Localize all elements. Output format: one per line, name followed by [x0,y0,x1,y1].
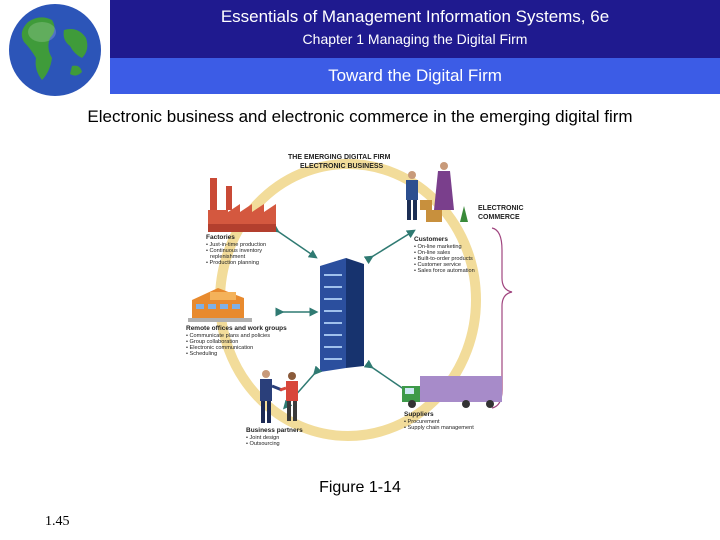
customers-item: • Customer service [414,262,461,268]
supplier-truck-icon [402,376,502,408]
factories-heading: Factories [206,234,235,241]
partners-item: • Joint design [246,435,279,441]
ecommerce-label-line2: COMMERCE [478,214,520,221]
factories-item: • Continuous inventory [206,248,262,254]
slide-subtitle: Electronic business and electronic comme… [87,107,633,126]
suppliers-item: • Procurement [404,419,440,425]
customers-icon [406,162,468,222]
header-chapter: Chapter 1 Managing the Digital Firm [302,31,528,47]
slide-header [0,0,720,58]
figure-caption: Figure 1-14 [319,479,401,496]
customers-item: • Sales force automation [414,268,475,274]
factories-item: • Just-in-time production [206,242,266,248]
factories-item: • Production planning [206,260,259,266]
header-title: Essentials of Management Information Sys… [220,7,610,26]
remote-item: • Electronic communication [186,345,253,351]
customers-item: • On-line marketing [414,244,462,250]
suppliers-heading: Suppliers [404,411,434,418]
customers-heading: Customers [414,236,448,243]
slide-number: 1.45 [45,514,70,529]
arrow-factories [269,223,318,259]
remote-office-icon [188,288,252,322]
customers-item: • Built-to-order products [414,256,473,262]
factories-item: replenishment [210,254,246,260]
digital-firm-figure: THE EMERGING DIGITAL FIRM ELECTRONIC BUS… [186,154,524,447]
arrow-suppliers [363,359,412,395]
office-tower-icon [320,258,364,372]
remote-heading: Remote offices and work groups [186,325,287,332]
factory-icon [208,178,276,232]
partners-item: • Outsourcing [246,441,280,447]
figure-title-line2: ELECTRONIC BUSINESS [300,163,384,170]
remote-item: • Group collaboration [186,339,238,345]
globe-icon [0,0,110,100]
arrow-customers [363,229,416,265]
suppliers-item: • Supply chain management [404,425,474,431]
section-title: Toward the Digital Firm [110,58,720,94]
partners-heading: Business partners [246,427,303,434]
figure-title-line1: THE EMERGING DIGITAL FIRM [288,154,391,161]
remote-item: • Communicate plans and policies [186,333,270,339]
ecommerce-label-line1: ELECTRONIC [478,205,524,212]
customers-item: • On-line sales [414,250,450,256]
business-partners-icon [260,370,298,423]
remote-item: • Scheduling [186,351,217,357]
